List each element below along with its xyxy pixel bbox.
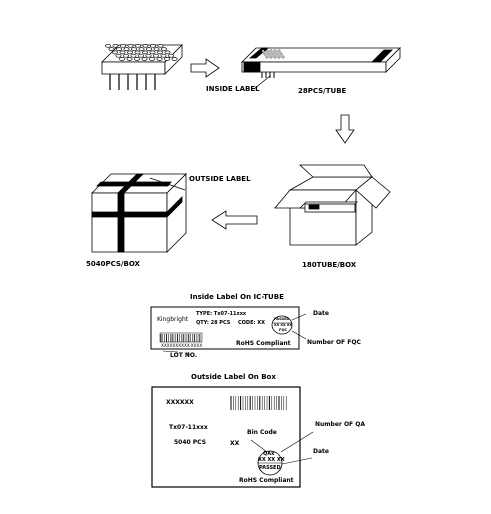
inside-label-title: Inside Label On IC-TUBE	[190, 293, 284, 301]
outside-label-card	[151, 386, 314, 488]
outside-label-title: Outside Label On Box	[191, 373, 276, 381]
date-callout: Date	[313, 310, 329, 317]
outside-quantity-text: 5040 PCS	[174, 439, 207, 446]
pcs-per-tube-caption: 28PCS/TUBE	[298, 87, 347, 95]
seal-fqc: FQC	[279, 328, 288, 332]
barcode-text: XXXXXXXXXX-XXXX	[161, 343, 203, 348]
closed-box-icon	[91, 173, 187, 253]
outside-date-callout: Date	[313, 448, 329, 455]
lot-no-text: LOT NO.	[170, 352, 198, 359]
qa-callout: Number OF QA	[315, 421, 365, 428]
arrow-left-icon	[211, 210, 258, 230]
inside-label-caption: INSIDE LABEL	[206, 85, 260, 93]
outside-seal-codes: XX XX XX	[258, 457, 285, 463]
pcs-per-box-caption: 5040PCS/BOX	[86, 260, 140, 268]
outside-code-text: XXXXXX	[166, 399, 194, 406]
inside-label-card	[150, 306, 307, 355]
fqc-callout: Number OF FQC	[307, 339, 361, 346]
arrow-right-icon	[190, 58, 220, 78]
seal-passed: PASSED	[274, 317, 290, 321]
open-box-icon	[274, 164, 391, 246]
qty-line: QTY: 28 PCS	[196, 320, 231, 326]
type-line: TYPE: Tx07-11xxx	[196, 311, 247, 317]
code-line: CODE: XX	[238, 320, 265, 326]
outside-type-text: Tx07-11xxx	[169, 424, 208, 431]
seal-qa: QAx	[263, 451, 275, 457]
outside-rohs-text: RoHS Compliant	[239, 477, 294, 484]
tubes-per-box-caption: 180TUBE/BOX	[302, 261, 357, 269]
outside-seal-passed: PASSED	[259, 465, 281, 471]
brand-logo-text: Kingbright	[157, 316, 189, 323]
seal-codes: XX XX XX	[274, 323, 293, 327]
led-dot-matrix-icon	[101, 43, 183, 90]
ic-tube-icon	[241, 47, 401, 90]
bin-value: XX	[230, 440, 240, 447]
outside-label-caption: OUTSIDE LABEL	[189, 175, 251, 183]
bin-code-callout: Bin Code	[247, 429, 277, 436]
arrow-down-icon	[335, 114, 355, 144]
rohs-text: RoHS Compliant	[236, 340, 291, 347]
